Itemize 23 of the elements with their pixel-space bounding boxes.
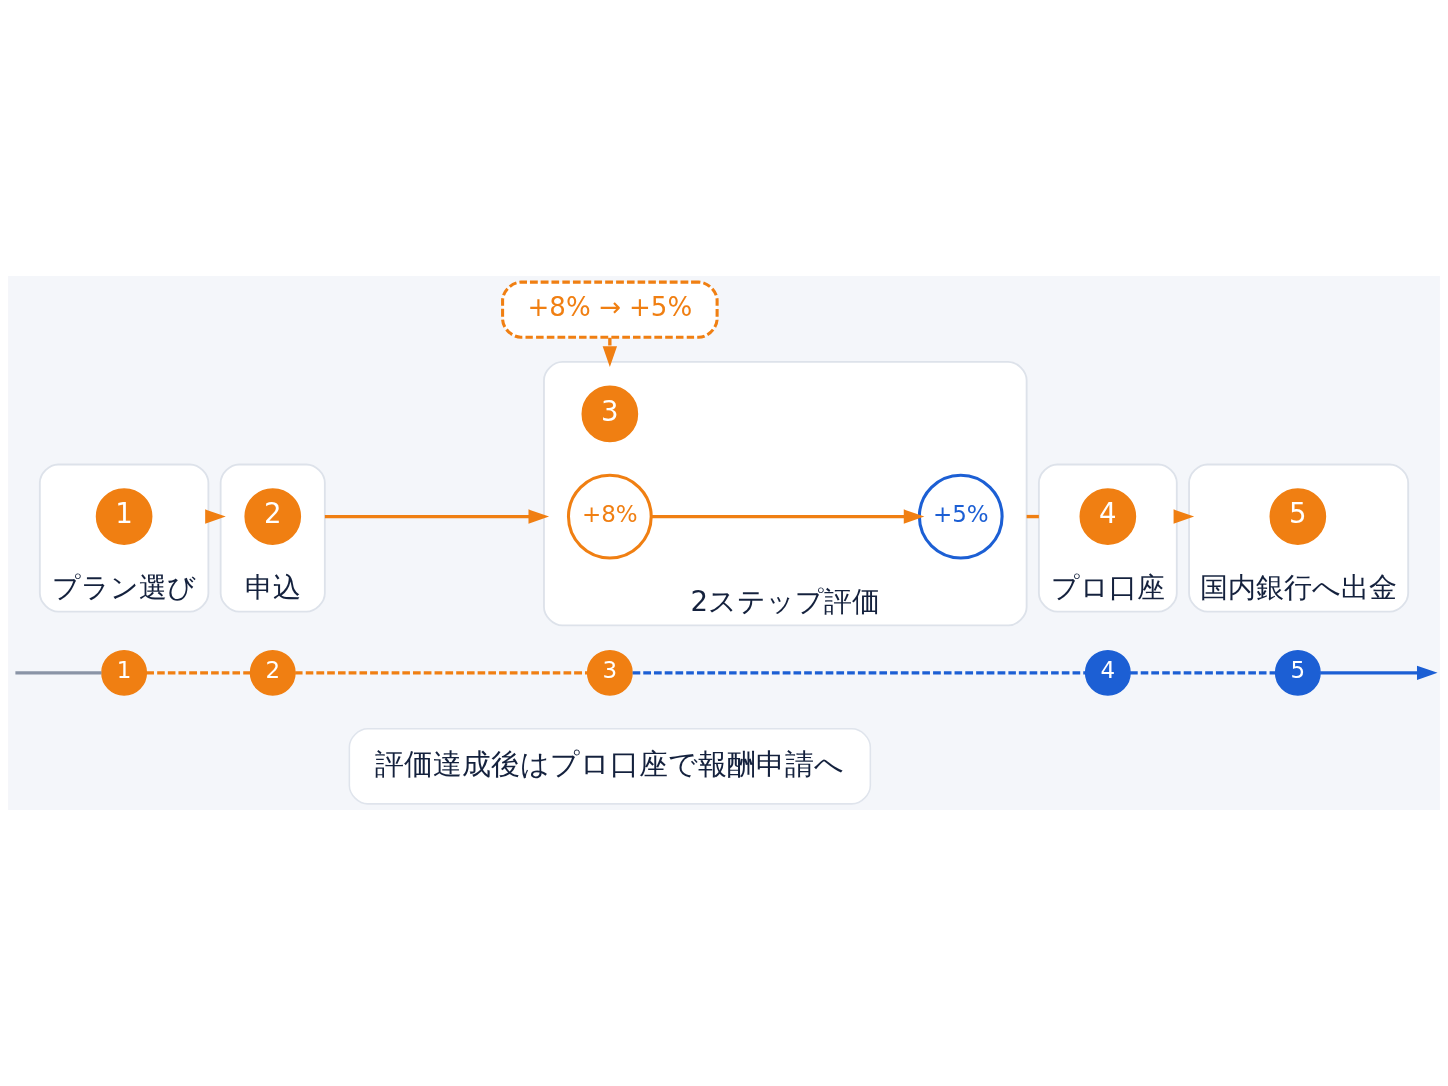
arrow [324,509,550,524]
arrow [602,337,618,367]
connector [15,671,102,675]
node-circle: 1 [95,488,153,545]
node-circle: 5 [1274,649,1321,696]
arrow [651,509,925,524]
node-circle: 4 [1084,649,1131,696]
connector [632,671,1086,675]
node-circle: 1 [101,649,148,696]
node-circle: +5% [917,473,1004,560]
node-circle: 4 [1079,488,1137,545]
connector [1130,671,1276,675]
node-circle: 3 [581,385,639,443]
node-box: 評価達成後はプロ口座で報酬申請へ [348,728,872,805]
node-circle: 3 [586,649,633,696]
node-box: +8% → +5% [501,280,719,339]
node-circle: 2 [249,649,296,696]
node-circle: 2 [244,488,302,545]
node-circle: 5 [1269,488,1327,545]
arrow [1320,665,1438,681]
connector [146,671,251,675]
connector [295,671,588,675]
node-circle: +8% [566,473,653,560]
